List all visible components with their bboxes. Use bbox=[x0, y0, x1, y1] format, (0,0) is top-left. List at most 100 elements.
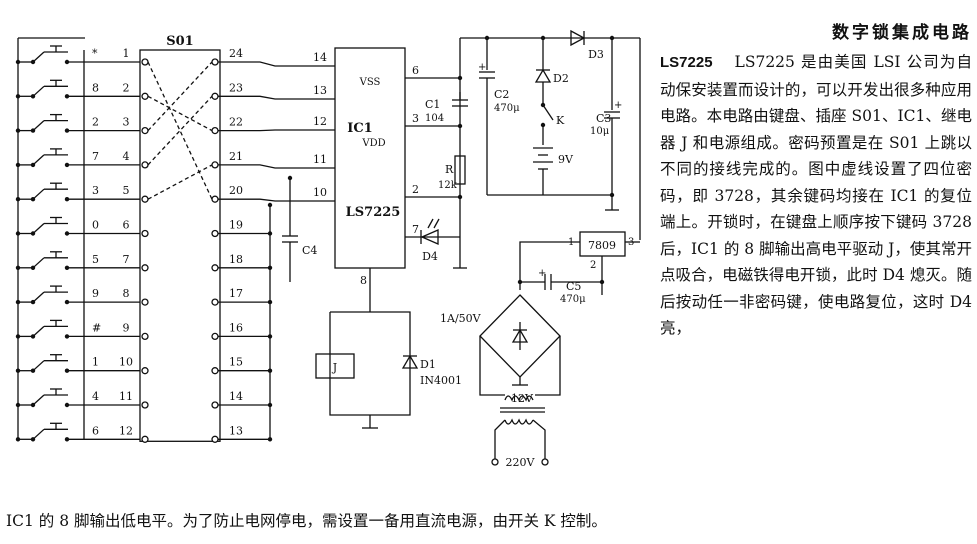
junction-dot bbox=[15, 299, 21, 305]
key-label: 1 bbox=[92, 356, 99, 369]
key-label: 4 bbox=[92, 390, 99, 403]
resistor-r bbox=[454, 155, 466, 185]
socket-left-terminal bbox=[141, 126, 149, 135]
socket-left-terminal bbox=[141, 264, 149, 272]
junction-dot bbox=[15, 197, 21, 202]
junction-dot bbox=[15, 437, 21, 442]
transformer-secondary bbox=[504, 395, 534, 402]
junction-dot bbox=[15, 162, 21, 168]
jumper-dashed bbox=[147, 61, 213, 132]
socket-left-pin-number: 6 bbox=[123, 219, 130, 232]
socket-left-pin-number: 2 bbox=[123, 81, 130, 94]
ic-input-wire bbox=[248, 198, 335, 202]
relay-label: J bbox=[332, 361, 337, 374]
socket-left-terminal bbox=[141, 229, 149, 238]
key-contact bbox=[30, 334, 36, 339]
description-text: LS7225 是由美国 LSI 公司为自动保安装置而设计的，可以开发出很多种应用… bbox=[660, 53, 972, 337]
socket-right-pin-number: 15 bbox=[229, 356, 243, 369]
socket-left-terminal bbox=[141, 58, 149, 66]
socket-right-pin-number: 20 bbox=[229, 184, 243, 197]
ic-input-pin-number: 14 bbox=[313, 51, 327, 64]
transformer-primary bbox=[504, 418, 534, 425]
ic-input-wire bbox=[248, 95, 335, 100]
socket-right-terminal bbox=[211, 58, 219, 66]
k-label: K bbox=[556, 114, 565, 127]
d4-light-ray bbox=[433, 218, 440, 229]
socket-right-pin-number: 16 bbox=[229, 321, 243, 334]
socket-left-pin-number: 11 bbox=[119, 390, 133, 403]
key-switch-blade bbox=[32, 188, 45, 200]
junction-dot bbox=[15, 334, 21, 339]
c4-label: C4 bbox=[302, 244, 317, 257]
ic-input-wire bbox=[248, 164, 335, 169]
key-contact bbox=[64, 231, 70, 236]
key-label: 0 bbox=[92, 219, 99, 232]
key-label: 9 bbox=[92, 287, 99, 300]
jumper-dashed bbox=[147, 61, 213, 200]
junction-dot bbox=[457, 123, 463, 129]
key-label: 5 bbox=[92, 253, 99, 266]
socket-right-pin-number: 18 bbox=[229, 253, 243, 266]
d2-diode bbox=[534, 68, 552, 83]
junction-dot bbox=[15, 265, 21, 270]
socket-left-terminal bbox=[141, 195, 149, 203]
junction-dot bbox=[15, 128, 21, 133]
socket-left-pin-number: 4 bbox=[123, 150, 130, 163]
key-contact bbox=[30, 128, 36, 133]
key-contact bbox=[64, 162, 70, 168]
ic-right-pin-number: 6 bbox=[412, 64, 419, 77]
key-contact bbox=[30, 402, 36, 408]
socket-right-terminal bbox=[211, 264, 219, 272]
junction-dot bbox=[287, 175, 293, 181]
ic1-name: IC1 bbox=[347, 121, 372, 136]
d4-light-ray bbox=[427, 218, 434, 229]
part-name: LS7225 bbox=[660, 54, 713, 71]
transformer-secondary-label: 12V bbox=[511, 392, 534, 405]
key-label: * bbox=[92, 47, 98, 60]
key-contact bbox=[30, 265, 36, 270]
jumper-dashed bbox=[147, 95, 213, 166]
ic-input-wire bbox=[248, 61, 335, 67]
socket-left-pin-number: 5 bbox=[123, 184, 130, 197]
description-continuation: IC1 的 8 脚输出低电平。为了防止电网停电，需设置一备用直流电源，由开关 K… bbox=[6, 512, 607, 530]
d4-label: D4 bbox=[422, 250, 438, 263]
junction-dot bbox=[15, 94, 21, 99]
d3-diode bbox=[570, 29, 586, 47]
socket-right-pin-number: 22 bbox=[229, 116, 243, 129]
socket-left-terminal bbox=[141, 435, 149, 443]
socket-left-terminal bbox=[141, 332, 149, 341]
key-contact bbox=[64, 334, 70, 339]
junction-dot bbox=[599, 279, 605, 285]
d1-diode bbox=[401, 354, 419, 369]
c5-label: C5 bbox=[566, 280, 581, 293]
mains-terminal bbox=[491, 458, 499, 466]
key-switch-blade bbox=[32, 360, 45, 372]
d1-part: IN4001 bbox=[420, 374, 462, 387]
k-switch-blade bbox=[542, 104, 554, 121]
key-label: 2 bbox=[92, 116, 99, 129]
key-contact bbox=[64, 437, 70, 442]
socket-left-terminal bbox=[141, 367, 149, 375]
junction-dot bbox=[540, 35, 546, 41]
key-contact bbox=[30, 94, 36, 99]
d2-label: D2 bbox=[553, 72, 569, 85]
bridge-ac-wire bbox=[535, 336, 561, 396]
socket-right-terminal bbox=[211, 161, 219, 169]
key-contact bbox=[30, 299, 36, 305]
key-switch-blade bbox=[32, 394, 45, 406]
socket-left-pin-number: 10 bbox=[119, 356, 133, 369]
key-contact bbox=[30, 162, 36, 168]
mains-wire bbox=[532, 419, 546, 462]
key-contact bbox=[64, 368, 70, 373]
socket-right-terminal bbox=[211, 332, 219, 341]
key-label: 6 bbox=[92, 424, 99, 437]
c3-polarity: + bbox=[614, 100, 622, 111]
key-contact bbox=[30, 437, 36, 442]
mains-terminal bbox=[541, 458, 549, 466]
c3-value: 10μ bbox=[590, 126, 610, 137]
socket-left-pin-number: 3 bbox=[123, 116, 130, 129]
socket-right-pin-number: 14 bbox=[229, 390, 243, 403]
